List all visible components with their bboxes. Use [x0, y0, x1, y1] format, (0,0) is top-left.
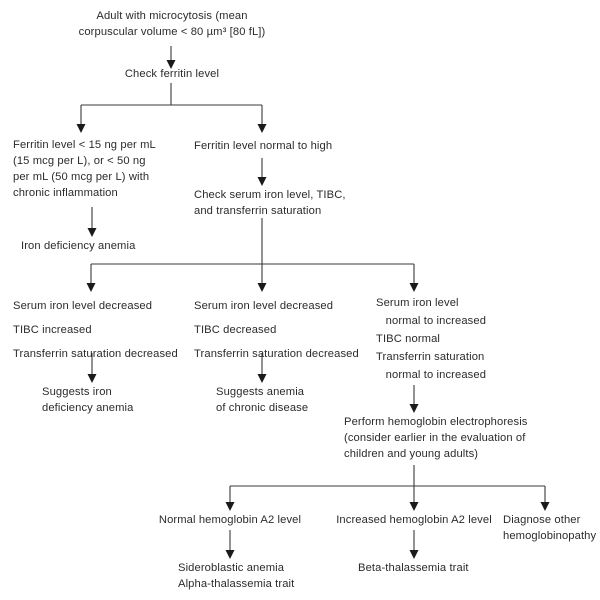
node-ferritin-low: Ferritin level < 15 ng per mL (15 mcg pe… [13, 139, 156, 199]
node-beta-thalassemia: Beta-thalassemia trait [358, 562, 469, 574]
node-start: Adult with microcytosis (mean corpuscula… [78, 10, 266, 38]
node-diagnose-other: Diagnose other hemoglobinopathy [503, 514, 597, 542]
node-panel-chronic-disease: Serum iron level decreased TIBC decrease… [194, 300, 359, 360]
arrowhead-beta-thalassemia [409, 550, 419, 559]
node-check-iron-studies: Check serum iron level, TIBC, and transf… [194, 189, 346, 217]
arrowhead-panel-chronic-disease [257, 283, 267, 292]
node-suggests-iron-deficiency: Suggests iron deficiency anemia [42, 386, 134, 414]
arrowhead-electrophoresis [409, 404, 419, 413]
arrowhead-panel-thalassemia [409, 283, 419, 292]
arrowhead-increased-hgb-a2 [409, 502, 419, 511]
arrowhead-diagnose-other [540, 502, 550, 511]
arrowhead-check-iron-studies [257, 177, 267, 186]
node-suggests-chronic-disease: Suggests anemia of chronic disease [216, 386, 309, 414]
node-sideroblastic-alpha: Sideroblastic anemia Alpha-thalassemia t… [178, 562, 295, 590]
arrowhead-normal-hgb-a2 [225, 502, 235, 511]
arrowhead-ferritin-low [76, 124, 86, 133]
node-ferritin-normal-high: Ferritin level normal to high [194, 140, 333, 152]
arrowhead-sideroblastic [225, 550, 235, 559]
arrowhead-ida [87, 228, 97, 237]
arrowhead-ferritin-normal-high [257, 124, 267, 133]
node-increased-hgb-a2: Increased hemoglobin A2 level [336, 514, 492, 526]
node-normal-hgb-a2: Normal hemoglobin A2 level [158, 514, 302, 526]
node-check-ferritin: Check ferritin level [124, 68, 220, 80]
arrowhead-panel-iron-deficiency [86, 283, 96, 292]
arrowhead-suggests-ida [87, 374, 97, 383]
node-perform-electrophoresis: Perform hemoglobin electrophoresis (cons… [344, 416, 528, 460]
arrowhead-suggests-acd [257, 374, 267, 383]
node-panel-iron-deficiency: Serum iron level decreased TIBC increase… [13, 300, 178, 360]
node-panel-thalassemia: Serum iron level normal to increased TIB… [376, 297, 487, 381]
node-iron-deficiency-anemia: Iron deficiency anemia [21, 240, 136, 252]
